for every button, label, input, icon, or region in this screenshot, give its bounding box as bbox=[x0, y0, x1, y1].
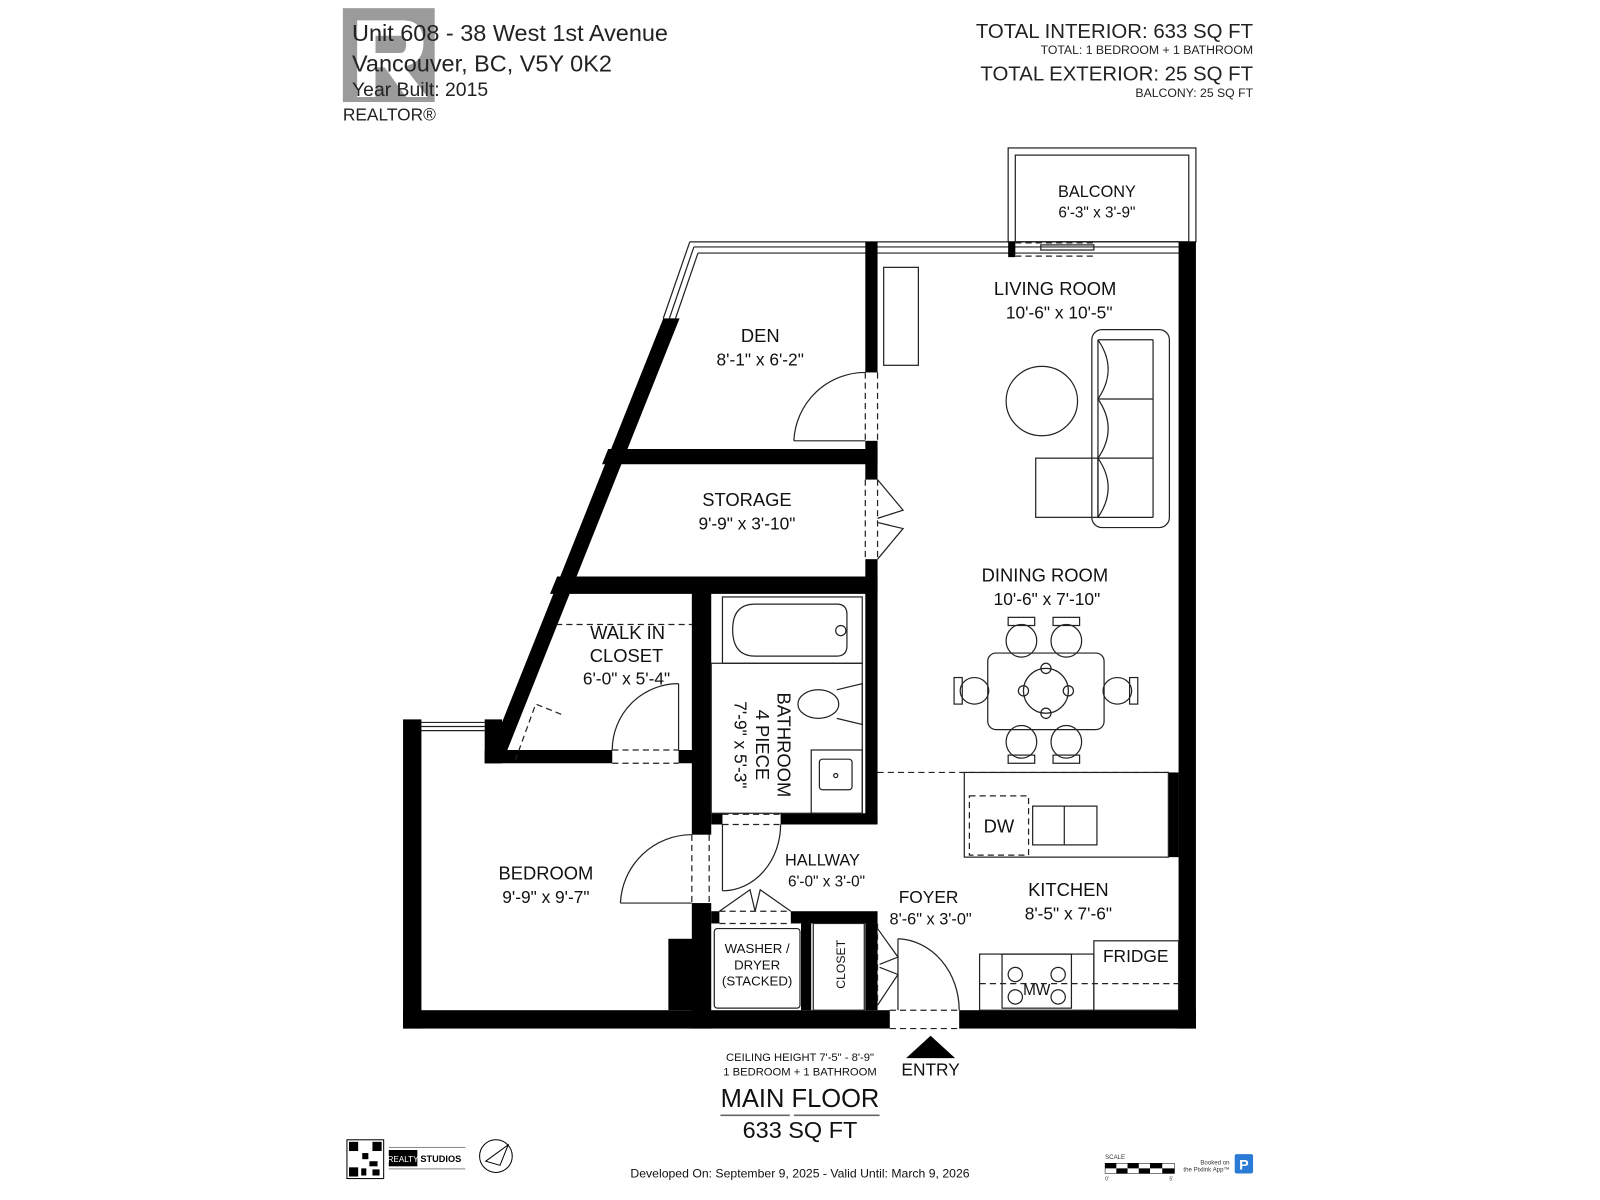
dishwasher-label: DW bbox=[984, 816, 1015, 837]
kitchen-island bbox=[963, 771, 1169, 858]
closet-bifold-door[interactable] bbox=[876, 923, 899, 1006]
realtor-logo: REALTOR® bbox=[342, 8, 436, 124]
svg-text:SCALE: SCALE bbox=[1105, 1154, 1125, 1161]
total-exterior-detail: BALCONY: 25 SQ FT bbox=[1135, 86, 1253, 100]
floor-area: 633 SQ FT bbox=[743, 1117, 858, 1143]
compass-north-icon bbox=[479, 1139, 513, 1173]
walk-in-closet-label-2: CLOSET bbox=[590, 645, 663, 666]
living-room-dims: 10'-6" x 10'-5" bbox=[1006, 302, 1113, 322]
laundry-bifold-door[interactable] bbox=[719, 888, 792, 925]
dining-table bbox=[953, 616, 1139, 764]
kitchen-counter bbox=[978, 940, 1180, 1011]
laundry-label-2: DRYER bbox=[734, 957, 780, 972]
closet-label: CLOSET bbox=[834, 939, 848, 988]
realtor-logo-text: REALTOR® bbox=[343, 104, 436, 124]
booked-on-line-1: Booked on bbox=[1200, 1159, 1229, 1166]
floor-name: MAIN FLOOR bbox=[721, 1085, 880, 1113]
bathroom-door[interactable] bbox=[721, 813, 782, 892]
qr-code-icon bbox=[346, 1139, 385, 1180]
bathroom-fixtures bbox=[710, 596, 863, 814]
address-line-1: Unit 608 - 38 West 1st Avenue bbox=[352, 20, 668, 46]
washer-dryer bbox=[713, 927, 801, 1009]
walls bbox=[403, 241, 1196, 1029]
total-interior: TOTAL INTERIOR: 633 SQ FT bbox=[976, 21, 1253, 43]
walk-in-closet-dims: 6'-0" x 5'-4" bbox=[583, 669, 670, 689]
total-exterior: TOTAL EXTERIOR: 25 SQ FT bbox=[980, 64, 1253, 86]
bedroom-door[interactable] bbox=[619, 834, 710, 904]
kitchen-label: KITCHEN bbox=[1028, 879, 1109, 900]
svg-text:5': 5' bbox=[1169, 1177, 1173, 1183]
svg-text:P: P bbox=[1239, 1157, 1249, 1173]
developed-date: Developed On: September 9, 2025 - Valid … bbox=[630, 1167, 969, 1181]
walk-in-closet-door[interactable] bbox=[514, 623, 692, 764]
svg-text:STUDIOS: STUDIOS bbox=[420, 1154, 461, 1164]
svg-text:0': 0' bbox=[1105, 1177, 1109, 1183]
storage-dims: 9'-9" x 3'-10" bbox=[698, 514, 795, 534]
living-furniture bbox=[883, 266, 1170, 529]
entry-door[interactable] bbox=[889, 938, 960, 1030]
parking-app-icon: P bbox=[1234, 1154, 1254, 1174]
realty-studios-logo: REALTY STUDIOS bbox=[387, 1146, 466, 1170]
laundry-label-3: (STACKED) bbox=[722, 974, 792, 989]
scale-bar: SCALE 0' 5' bbox=[1104, 1154, 1175, 1183]
laundry-label-1: WASHER / bbox=[725, 941, 790, 956]
realtor-r-mark-icon bbox=[357, 20, 428, 97]
balcony-label: BALCONY bbox=[1058, 183, 1136, 201]
bedroom-window bbox=[421, 721, 485, 732]
balcony-dims: 6'-3" x 3'-9" bbox=[1058, 204, 1135, 221]
den-dims: 8'-1" x 6'-2" bbox=[717, 349, 804, 369]
entry-arrow-icon bbox=[906, 1035, 956, 1059]
foyer-label: FOYER bbox=[899, 887, 959, 907]
foyer-dims: 8'-6" x 3'-0" bbox=[890, 910, 972, 928]
storage-bifold-door[interactable] bbox=[864, 479, 905, 560]
top-window bbox=[662, 241, 1179, 319]
entry-label: ENTRY bbox=[901, 1060, 960, 1080]
walk-in-closet-label-1: WALK IN bbox=[590, 622, 665, 643]
storage-label: STORAGE bbox=[702, 489, 791, 510]
microwave-label: MW bbox=[1023, 982, 1051, 999]
closet-box bbox=[812, 922, 865, 1011]
svg-text:REALTY: REALTY bbox=[387, 1155, 419, 1164]
booked-on-line-2: the Pixlink App™ bbox=[1183, 1166, 1229, 1173]
bed-bath-summary: 1 BEDROOM + 1 BATHROOM bbox=[723, 1067, 876, 1079]
year-built: Year Built: 2015 bbox=[352, 79, 488, 101]
den-door[interactable] bbox=[793, 371, 879, 442]
bedroom-label: BEDROOM bbox=[498, 863, 593, 884]
ceiling-height: CEILING HEIGHT 7'-5" - 8'-9" bbox=[726, 1052, 874, 1064]
dining-room-label: DINING ROOM bbox=[982, 565, 1108, 586]
bedroom-dims: 9'-9" x 9'-7" bbox=[502, 887, 589, 907]
dining-room-dims: 10'-6" x 7'-10" bbox=[994, 589, 1101, 609]
hallway-dims: 6'-0" x 3'-0" bbox=[788, 874, 865, 891]
bathroom-dims: 7'-9" x 5'-3" bbox=[731, 701, 751, 788]
hallway-label: HALLWAY bbox=[785, 851, 860, 869]
balcony-sliding-door[interactable] bbox=[1008, 241, 1097, 258]
total-interior-detail: TOTAL: 1 BEDROOM + 1 BATHROOM bbox=[1041, 43, 1253, 57]
address-line-2: Vancouver, BC, V5Y 0K2 bbox=[352, 50, 612, 76]
bathroom-label: BATHROOM bbox=[774, 693, 795, 798]
living-room-label: LIVING ROOM bbox=[994, 278, 1116, 299]
kitchen-dims: 8'-5" x 7'-6" bbox=[1025, 903, 1112, 923]
fridge-label: FRIDGE bbox=[1103, 946, 1168, 966]
den-label: DEN bbox=[741, 325, 780, 346]
bathroom-type: 4 PIECE bbox=[752, 710, 773, 780]
